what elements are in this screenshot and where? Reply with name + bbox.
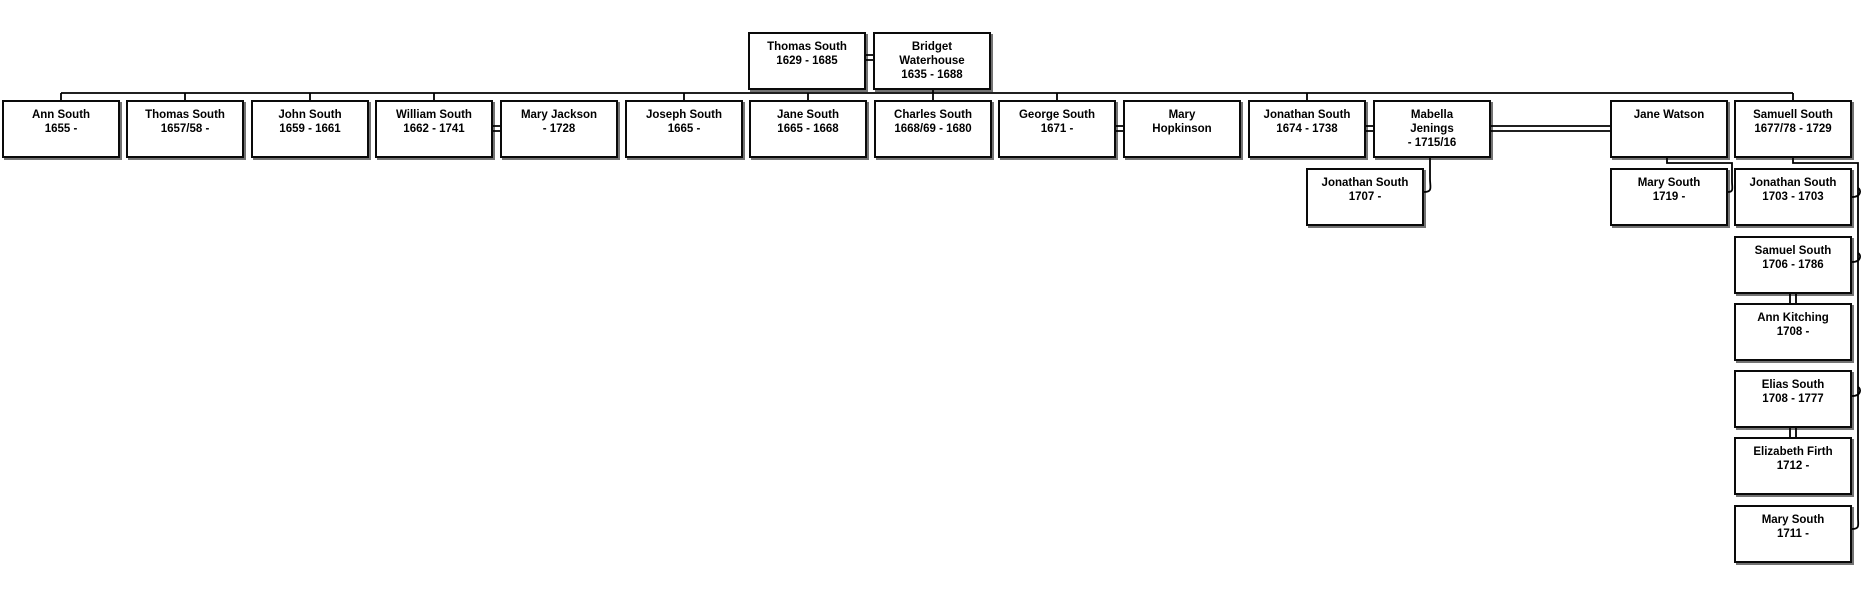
person-box-mary-jackson[interactable]: Mary Jackson - 1728 (500, 100, 618, 158)
person-box-joseph-south-1665[interactable]: Joseph South 1665 - (625, 100, 743, 158)
connector-hook-samuel-1706 (1851, 252, 1861, 263)
person-name: Mary Hopkinson (1152, 109, 1212, 135)
person-box-thomas-south-1657[interactable]: Thomas South 1657/58 - (126, 100, 244, 158)
person-dates: 1719 - (1652, 191, 1686, 203)
person-name: Ann South (31, 109, 91, 121)
person-name: Jane Watson (1633, 109, 1705, 121)
person-box-samuell-south-1677[interactable]: Samuell South 1677/78 - 1729 (1734, 100, 1852, 158)
person-name: Thomas South (767, 41, 847, 53)
person-dates: 1708 - 1777 (1762, 393, 1824, 405)
person-box-george-south-1671[interactable]: George South 1671 - (998, 100, 1116, 158)
connector-sibling-line (60, 92, 1794, 100)
connector-marriage-thomas-bridget (866, 54, 873, 61)
person-name: Samuell South (1753, 109, 1833, 121)
person-box-jonathan-south-1707[interactable]: Jonathan South 1707 - (1306, 168, 1424, 226)
person-box-samuel-south-1706[interactable]: Samuel South 1706 - 1786 (1734, 236, 1852, 294)
person-dates: 1657/58 - (160, 123, 210, 135)
person-box-jane-watson[interactable]: Jane Watson (1610, 100, 1728, 158)
person-name: Mary South (1761, 514, 1825, 526)
connector-marriage-william-maryjackson (493, 125, 500, 132)
connector-child-jonathan-1707 (1423, 158, 1432, 193)
person-name: Mabella Jenings (1410, 109, 1454, 135)
person-box-jane-south-1665[interactable]: Jane South 1665 - 1668 (749, 100, 867, 158)
person-dates: 1671 - (1040, 123, 1074, 135)
person-name: Jonathan South (1321, 177, 1409, 189)
person-box-thomas-south-1629[interactable]: Thomas South 1629 - 1685 (748, 32, 866, 90)
person-box-mary-south-1719[interactable]: Mary South 1719 - (1610, 168, 1728, 226)
person-dates: - 1728 (542, 123, 576, 135)
person-dates: 1677/78 - 1729 (1754, 123, 1832, 135)
person-dates: - 1715/16 (1407, 137, 1457, 149)
person-box-mabella-jenings[interactable]: Mabella Jenings - 1715/16 (1373, 100, 1491, 158)
person-name: Elizabeth Firth (1753, 446, 1833, 458)
connector-marriage-to-jane-watson (1491, 125, 1610, 132)
person-name: Jane South (777, 109, 839, 121)
connector-marriage-samuel-annkitching (1789, 294, 1797, 303)
person-dates: 1655 - (44, 123, 78, 135)
person-box-william-south-1662[interactable]: William South 1662 - 1741 (375, 100, 493, 158)
connector-hook-elias-1708 (1851, 386, 1861, 397)
person-dates: 1635 - 1688 (901, 69, 963, 81)
person-name: George South (1018, 109, 1096, 121)
person-dates: 1707 - (1348, 191, 1382, 203)
person-box-john-south-1659[interactable]: John South 1659 - 1661 (251, 100, 369, 158)
person-name: Jonathan South (1263, 109, 1351, 121)
person-box-mary-hopkinson[interactable]: Mary Hopkinson (1123, 100, 1241, 158)
person-name: Joseph South (645, 109, 723, 121)
connector-marriage-jonathan-mabella (1366, 125, 1373, 132)
person-name: John South (278, 109, 342, 121)
person-dates: 1629 - 1685 (776, 55, 838, 67)
person-name: Mary Jackson (520, 109, 598, 121)
person-dates: 1708 - (1776, 326, 1810, 338)
person-dates: 1665 - 1668 (777, 123, 839, 135)
person-dates: 1659 - 1661 (279, 123, 341, 135)
person-box-ann-kitching[interactable]: Ann Kitching 1708 - (1734, 303, 1852, 361)
person-dates: 1665 - (667, 123, 701, 135)
person-dates: 1706 - 1786 (1762, 259, 1824, 271)
person-box-elizabeth-firth[interactable]: Elizabeth Firth 1712 - (1734, 437, 1852, 495)
person-name: Charles South (894, 109, 972, 121)
person-box-ann-south-1655[interactable]: Ann South 1655 - (2, 100, 120, 158)
connector-child-rail-samuell (1792, 158, 1860, 530)
person-name: Bridget Waterhouse (899, 41, 965, 67)
person-dates: 1662 - 1741 (403, 123, 465, 135)
person-dates: 1703 - 1703 (1762, 191, 1824, 203)
person-name: Samuel South (1754, 245, 1832, 257)
person-name: Jonathan South (1749, 177, 1837, 189)
connector-hook-jonathan-1703 (1851, 187, 1861, 198)
person-box-jonathan-south-1703[interactable]: Jonathan South 1703 - 1703 (1734, 168, 1852, 226)
person-name: Elias South (1761, 379, 1825, 391)
person-box-elias-south-1708[interactable]: Elias South 1708 - 1777 (1734, 370, 1852, 428)
person-dates: 1711 - (1777, 528, 1809, 540)
person-box-bridget-waterhouse[interactable]: Bridget Waterhouse 1635 - 1688 (873, 32, 991, 90)
person-box-charles-south-1668[interactable]: Charles South 1668/69 - 1680 (874, 100, 992, 158)
connector-child-mary-1719 (1666, 158, 1734, 193)
connector-marriage-george-maryhopkinson (1116, 125, 1123, 132)
person-name: Thomas South (145, 109, 225, 121)
person-dates: 1712 - (1776, 460, 1810, 472)
person-dates: 1668/69 - 1680 (894, 123, 972, 135)
connector-marriage-elias-elizabethfirth (1789, 428, 1797, 437)
person-name: Mary South (1637, 177, 1701, 189)
person-name: Ann Kitching (1757, 312, 1829, 324)
person-box-mary-south-1711[interactable]: Mary South 1711 - (1734, 505, 1852, 563)
person-name: William South (396, 109, 472, 121)
person-dates: 1674 - 1738 (1276, 123, 1338, 135)
person-box-jonathan-south-1674[interactable]: Jonathan South 1674 - 1738 (1248, 100, 1366, 158)
